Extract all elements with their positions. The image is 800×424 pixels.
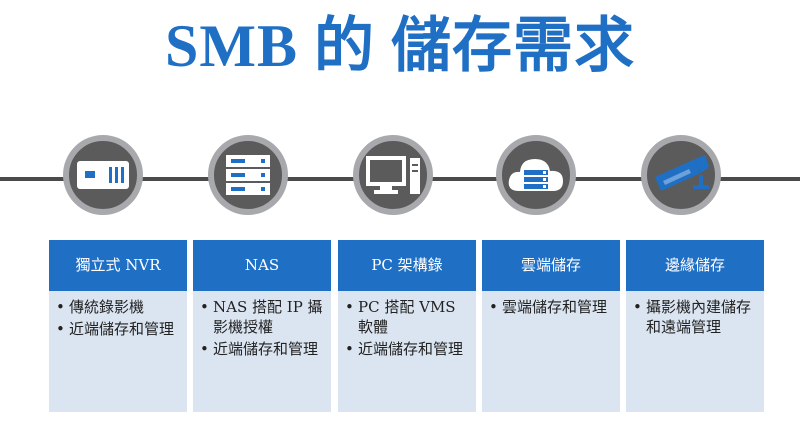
list-item: PC 搭配 VMS 軟體 (345, 297, 468, 337)
pc-monitor-icon (366, 156, 420, 194)
card-header-nvr: 獨立式 NVR (49, 240, 187, 291)
card-edge: 邊緣儲存 攝影機內建儲存和遠端管理 (626, 240, 764, 412)
cloud-storage-icon (508, 159, 563, 191)
list-item: 近端儲存和管理 (200, 339, 323, 359)
card-cloud: 雲端儲存 雲端儲存和管理 (482, 240, 620, 412)
card-header-edge: 邊緣儲存 (626, 240, 764, 291)
circle-nas (208, 135, 288, 215)
card-pc: PC 架構錄 PC 搭配 VMS 軟體 近端儲存和管理 (338, 240, 476, 412)
card-header-cloud: 雲端儲存 (482, 240, 620, 291)
security-camera-icon (655, 155, 709, 191)
circle-pc (353, 135, 433, 215)
list-item: NAS 搭配 IP 攝影機授權 (200, 297, 323, 337)
card-header-pc: PC 架構錄 (338, 240, 476, 291)
bullet-list: NAS 搭配 IP 攝影機授權 近端儲存和管理 (193, 291, 331, 359)
nvr-icon (77, 161, 129, 189)
circle-cloud (496, 135, 576, 215)
page-title: SMB 的 儲存需求 (164, 13, 636, 79)
bullet-list: PC 搭配 VMS 軟體 近端儲存和管理 (338, 291, 476, 359)
nas-server-icon (226, 155, 270, 195)
list-item: 傳統錄影機 (56, 297, 179, 317)
card-header-nas: NAS (193, 240, 331, 291)
list-item: 近端儲存和管理 (345, 339, 468, 359)
card-nas: NAS NAS 搭配 IP 攝影機授權 近端儲存和管理 (193, 240, 331, 412)
circle-camera (641, 135, 721, 215)
list-item: 近端儲存和管理 (56, 319, 179, 339)
list-item: 雲端儲存和管理 (489, 297, 612, 317)
bullet-list: 攝影機內建儲存和遠端管理 (626, 291, 764, 337)
list-item: 攝影機內建儲存和遠端管理 (633, 297, 756, 337)
bullet-list: 雲端儲存和管理 (482, 291, 620, 317)
bullet-list: 傳統錄影機 近端儲存和管理 (49, 291, 187, 339)
card-nvr: 獨立式 NVR 傳統錄影機 近端儲存和管理 (49, 240, 187, 412)
circle-nvr (63, 135, 143, 215)
